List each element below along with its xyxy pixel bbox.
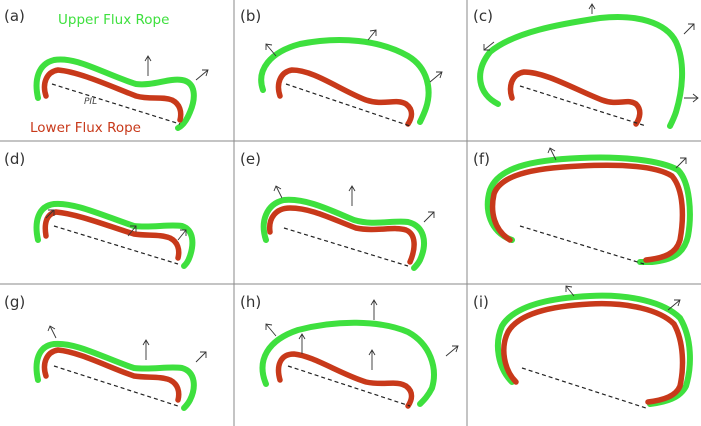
polarity-inversion-line: [519, 225, 645, 265]
panel-label: (c): [473, 7, 493, 25]
upper-flux-rope: [260, 196, 427, 271]
panel-g: (g): [4, 293, 207, 411]
upper-flux-rope: [259, 319, 437, 407]
panel-label: (a): [4, 7, 25, 25]
arrow-icon: [45, 209, 55, 219]
arrow-icon: [348, 185, 356, 206]
lower-flux-rope: [275, 351, 415, 409]
panel-label: (h): [240, 293, 261, 311]
panel-label: (d): [4, 150, 25, 168]
arrow-icon: [367, 29, 377, 41]
polarity-inversion-line: [521, 367, 647, 409]
upper-flux-rope: [33, 56, 197, 131]
panel-c: (c): [473, 3, 699, 129]
pil-label: PIL: [84, 97, 97, 107]
arrow-icon: [265, 323, 277, 337]
arrow-icon: [368, 349, 376, 370]
lower-flux-rope: [489, 162, 686, 263]
arrow-icon: [370, 299, 378, 320]
upper-flux-rope: [484, 154, 693, 265]
lower-flux-rope: [507, 69, 643, 127]
polarity-inversion-line: [53, 225, 179, 265]
arrow-icon: [565, 285, 575, 297]
panel-i: (i): [473, 285, 693, 409]
arrow-icon: [47, 325, 57, 339]
lower-flux-rope: [275, 67, 415, 127]
arrow-icon: [195, 69, 209, 81]
arrow-icon: [683, 23, 695, 35]
polarity-inversion-line: [53, 365, 179, 407]
arrow-icon: [667, 299, 681, 311]
arrow-icon: [423, 211, 435, 223]
arrow-icon: [445, 345, 459, 357]
arrow-icon: [127, 225, 137, 237]
lower-flux-rope: [266, 205, 417, 265]
panel-b: (b): [240, 7, 443, 127]
upper-flux-rope: [494, 292, 693, 407]
polarity-inversion-line: [285, 83, 411, 127]
upper-flux-rope: [33, 200, 196, 269]
panel-label: (g): [4, 293, 25, 311]
arrow-icon: [675, 157, 687, 169]
upper-flux-rope: [33, 340, 197, 411]
arrow-icon: [144, 55, 152, 76]
panel-label: (e): [240, 150, 261, 168]
panel-f: (f): [473, 147, 693, 265]
lower-flux-rope: [501, 300, 686, 405]
polarity-inversion-line: [51, 83, 181, 125]
panel-a: (a) Upper Flux Rope PIL Lower Flux Rope: [4, 7, 209, 136]
lower-flux-rope: [41, 347, 182, 403]
upper-flux-rope: [258, 37, 432, 125]
lower-flux-rope-title: Lower Flux Rope: [30, 120, 141, 136]
arrow-icon: [142, 339, 150, 360]
arrow-icon: [684, 93, 699, 103]
panel-label: (b): [240, 7, 261, 25]
arrow-icon: [547, 147, 557, 161]
arrow-icon: [265, 43, 277, 57]
upper-flux-rope-title: Upper Flux Rope: [58, 12, 169, 28]
panel-h: (h): [240, 293, 459, 409]
lower-flux-rope: [42, 209, 182, 261]
arrow-icon: [273, 185, 283, 199]
polarity-inversion-line: [283, 227, 409, 267]
lower-flux-rope: [41, 67, 184, 123]
arrow-icon: [298, 333, 306, 354]
panel-label: (i): [473, 293, 489, 311]
panel-d: (d): [4, 150, 196, 269]
arrow-icon: [588, 3, 596, 14]
arrow-icon: [195, 351, 207, 363]
polarity-inversion-line: [287, 365, 411, 407]
polarity-inversion-line: [519, 85, 647, 127]
arrow-icon: [177, 229, 187, 241]
upper-flux-rope: [477, 14, 686, 129]
arrow-icon: [429, 71, 443, 83]
arrow-icon: [483, 41, 495, 51]
panel-label: (f): [473, 150, 490, 168]
panel-e: (e): [240, 150, 435, 271]
